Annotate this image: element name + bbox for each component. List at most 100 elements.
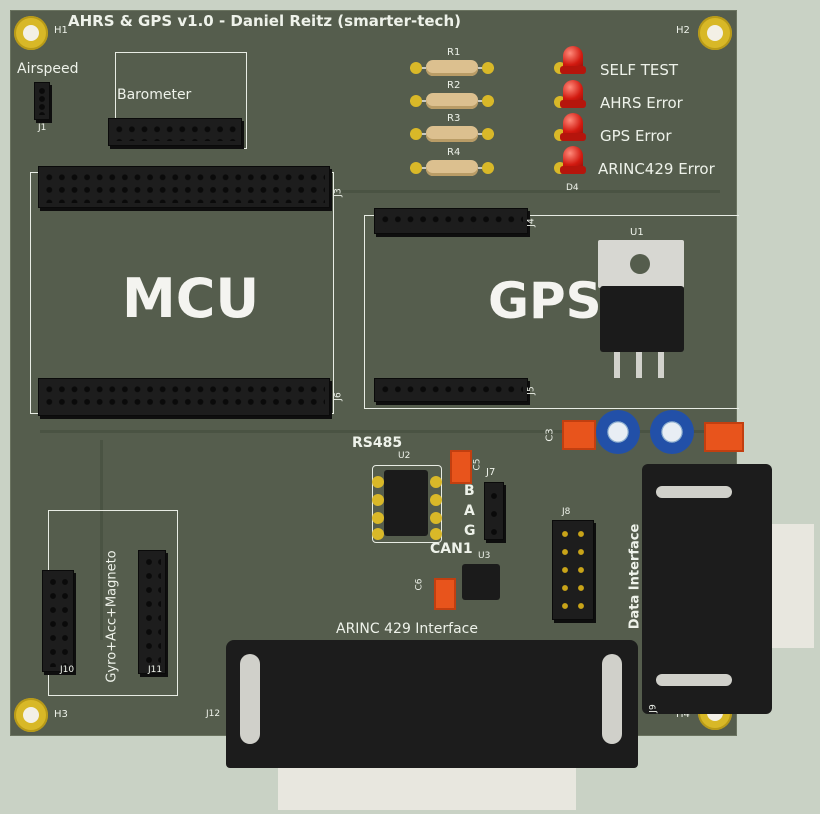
led-label-arinc429-error: ARINC429 Error	[598, 160, 715, 178]
db25-shell	[278, 768, 576, 810]
barometer-outline	[115, 52, 247, 149]
arinc-label: ARINC 429 Interface	[336, 621, 478, 637]
led-label-self-test: SELF TEST	[600, 61, 679, 79]
mounting-hole-h3	[14, 698, 48, 732]
regulator-lead	[658, 352, 664, 378]
trace	[40, 430, 730, 433]
capacitor-c5	[450, 450, 472, 484]
led-label-gps-error: GPS Error	[600, 127, 672, 145]
ref-j5: J5	[526, 386, 537, 395]
gps-header-j4	[374, 208, 528, 234]
data-interface-label: Data Interface	[627, 523, 643, 630]
ref-h4: H4	[676, 709, 690, 720]
led-ahrs-error	[560, 80, 586, 110]
airspeed-label: Airspeed	[17, 61, 79, 77]
pin-pad	[430, 494, 442, 506]
ref-h1: H1	[54, 25, 68, 36]
ref-r3: R3	[447, 113, 461, 124]
led-gps-error	[560, 113, 586, 143]
mounting-hole-h2	[698, 16, 732, 50]
ref-j4: J4	[526, 218, 537, 227]
rs485-label: RS485	[352, 435, 403, 451]
regulator-lead	[636, 352, 642, 378]
led-self-test	[560, 46, 586, 76]
led-label-ahrs-error: AHRS Error	[600, 94, 683, 112]
header-j8	[552, 520, 594, 620]
ref-j7: J7	[486, 467, 496, 478]
regulator-hole	[630, 254, 650, 274]
ref-c6: C6	[414, 578, 425, 591]
board-title: AHRS & GPS v1.0 - Daniel Reitz (smarter-…	[68, 12, 461, 30]
gyro-header-j10	[42, 570, 74, 672]
pin-pad	[372, 476, 384, 488]
pin-pad	[372, 494, 384, 506]
db25-screw	[240, 654, 260, 744]
db9-screw	[656, 486, 732, 498]
pin-pad	[372, 528, 384, 540]
electrolytic-capacitor-1	[596, 410, 640, 454]
pin-pad	[430, 528, 442, 540]
ref-j11: J11	[148, 665, 163, 675]
ref-c3: C3	[544, 428, 556, 442]
pin-pad	[430, 476, 442, 488]
pcb-board: AHRS & GPS v1.0 - Daniel Reitz (smarter-…	[10, 10, 814, 810]
trace	[100, 440, 103, 640]
ref-j1: J1	[38, 123, 47, 133]
resistor-r4	[410, 160, 494, 176]
resistor-r2	[410, 93, 494, 109]
capacitor-c6	[434, 578, 456, 610]
u2-outline	[372, 465, 442, 543]
barometer-label: Barometer	[117, 87, 192, 103]
gps-outline	[364, 215, 739, 409]
led-arinc429-error	[560, 146, 586, 176]
ref-j12: J12	[206, 709, 221, 719]
can-label: CAN1	[430, 541, 473, 557]
rs485-pin-g: G	[464, 523, 476, 539]
regulator-lead	[614, 352, 620, 378]
can-chip-u3	[462, 564, 500, 600]
gyro-label: Gyro+Acc+Magneto	[104, 550, 120, 683]
resistor-r1	[410, 60, 494, 76]
db9-screw	[656, 674, 732, 686]
rs485-pin-a: A	[464, 503, 475, 519]
db25-connector-j12	[226, 640, 638, 768]
ref-j9: J9	[648, 704, 659, 713]
capacitor-c3-smd	[562, 420, 596, 450]
regulator-tab	[598, 240, 684, 288]
barometer-header	[108, 118, 242, 146]
pin-pad	[430, 512, 442, 524]
airspeed-header	[34, 82, 50, 120]
mcu-header-j3	[38, 166, 330, 208]
ref-j6: J6	[333, 392, 344, 401]
ref-r2: R2	[447, 80, 461, 91]
ref-h2: H2	[676, 25, 690, 36]
db9-connector-j9	[642, 464, 814, 714]
ref-r4: R4	[447, 147, 461, 158]
mcu-header-j6	[38, 378, 330, 416]
ref-r1: R1	[447, 47, 461, 58]
gps-header-j5	[374, 378, 528, 402]
regulator-u1	[600, 286, 684, 352]
resistor-r3	[410, 126, 494, 142]
ref-u1: U1	[630, 227, 644, 238]
ref-j10: J10	[60, 665, 75, 675]
db9-shell	[772, 524, 814, 648]
rs485-header-j7	[484, 482, 504, 540]
rs485-chip-u2	[384, 470, 428, 536]
gyro-header-j11	[138, 550, 166, 674]
gps-label: GPS	[488, 272, 602, 330]
mcu-label: MCU	[122, 267, 260, 330]
ref-h3: H3	[54, 709, 68, 720]
ref-j3: J3	[333, 188, 344, 197]
ref-j8: J8	[562, 507, 571, 517]
rs485-pin-b: B	[464, 483, 475, 499]
db25-screw	[602, 654, 622, 744]
ref-c5: C5	[472, 458, 483, 471]
trace	[340, 190, 720, 193]
electrolytic-capacitor-2	[650, 410, 694, 454]
capacitor-smd-right	[704, 422, 744, 452]
ref-u2: U2	[398, 451, 411, 461]
pin-pad	[372, 512, 384, 524]
ref-u3: U3	[478, 551, 491, 561]
mounting-hole-h1	[14, 16, 48, 50]
